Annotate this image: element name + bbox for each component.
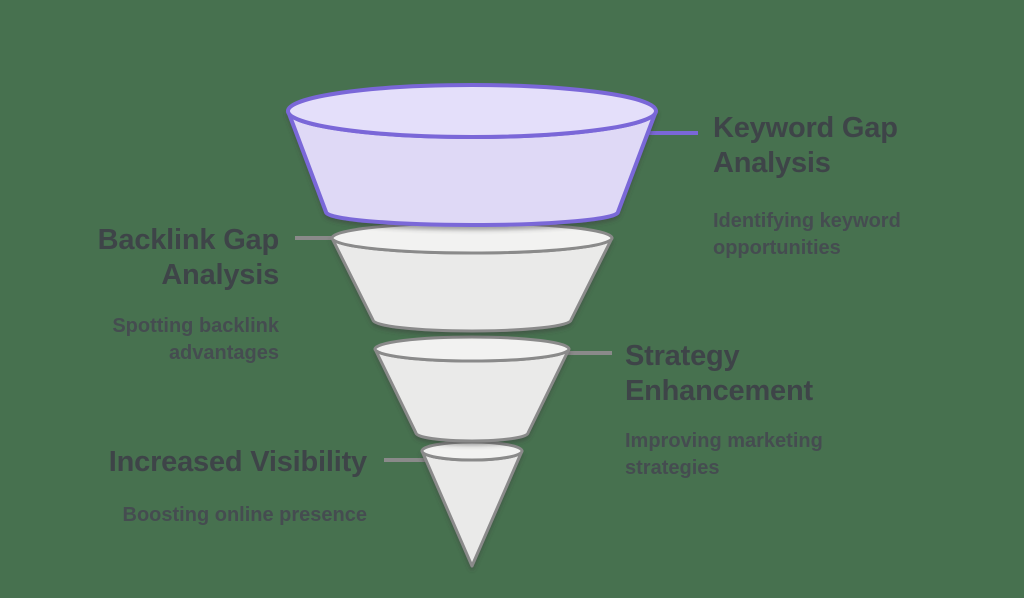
- stage-label-strategy-enhancement: Strategy Enhancement Improving marketing…: [625, 339, 845, 482]
- stage-title: Strategy Enhancement: [625, 340, 813, 407]
- stage-subtitle: Improving marketing strategies: [625, 430, 823, 479]
- stage-subtitle: Identifying keyword opportunities: [713, 210, 901, 259]
- funnel-stage-1-rim: [286, 83, 658, 139]
- funnel-stage-4-rim: [420, 440, 524, 462]
- stage-subtitle: Boosting online presence: [122, 504, 367, 526]
- funnel-stage-3-body: [373, 347, 571, 443]
- funnel-stage-2-rim: [330, 221, 614, 255]
- stage-title: Increased Visibility: [108, 446, 367, 478]
- funnel-stage-4-body: [420, 449, 524, 568]
- stage-title: Backlink Gap Analysis: [97, 224, 280, 291]
- stage-label-keyword-gap-analysis: Keyword Gap Analysis Identifying keyword…: [713, 111, 948, 262]
- stage-label-increased-visibility: Increased Visibility Boosting online pre…: [67, 445, 367, 529]
- stage-subtitle: Spotting backlink advantages: [112, 315, 279, 364]
- stage-title: Keyword Gap Analysis: [713, 112, 898, 179]
- funnel-stage-3-rim: [373, 335, 571, 363]
- stage-label-backlink-gap-analysis: Backlink Gap Analysis Spotting backlink …: [29, 223, 280, 367]
